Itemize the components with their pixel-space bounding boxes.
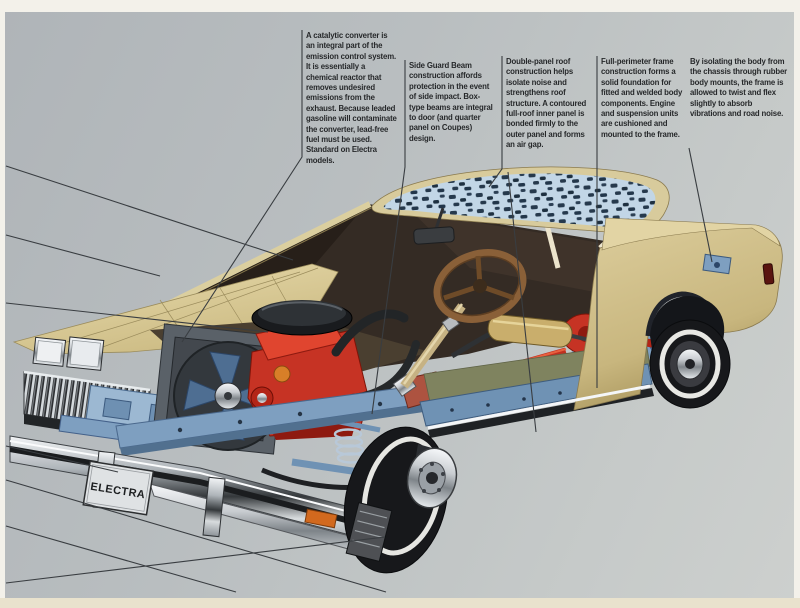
edge-leader-5 [5, 479, 387, 593]
callout-text: Double-panel roof construction helps iso… [506, 57, 587, 150]
rear-deck [601, 217, 781, 251]
callout-catalytic-converter: A catalytic converter is an integral par… [306, 31, 398, 166]
callout-side-guard-beam: Side Guard Beam construction affords pro… [409, 61, 495, 144]
page-border-right [794, 0, 800, 608]
callout-body-isolation: By isolating the body from the chassis t… [690, 57, 788, 119]
edge-leader-7 [5, 536, 386, 584]
rear-whitewall [659, 329, 721, 399]
callout-text: Side Guard Beam construction affords pro… [409, 61, 493, 143]
edge-leader-6 [5, 525, 237, 593]
leader-double-panel-roof [488, 56, 503, 188]
roof-spot-weld-pattern [383, 173, 656, 228]
rear-wheel [649, 296, 731, 409]
leader-roof-inner [507, 171, 537, 433]
page-border-bottom [0, 598, 800, 608]
exhaust-hose [331, 309, 409, 357]
sill-chrome-strip [427, 384, 651, 430]
roof-panel [371, 166, 670, 235]
page-border-left [0, 0, 5, 608]
bumper-guard-right [202, 476, 226, 538]
callout-text: By isolating the body from the chassis t… [690, 57, 788, 119]
callout-double-panel-roof: Double-panel roof construction helps iso… [506, 57, 594, 151]
front-wheel [343, 426, 458, 574]
edge-leader-3 [5, 302, 269, 333]
leader-catalytic-converter [181, 30, 303, 343]
leader-lines [5, 30, 713, 593]
car: ELECTRA [9, 166, 783, 574]
front-bumper: ELECTRA [9, 435, 405, 567]
callout-text: A catalytic converter is an integral par… [306, 31, 397, 165]
leader-side-guard-beam [371, 60, 406, 415]
rearview-mirror [413, 207, 455, 245]
coil-spring [333, 428, 366, 464]
leader-body-isolation [688, 147, 713, 263]
edge-leader-1 [5, 165, 294, 261]
edge-leader-2 [5, 234, 161, 277]
electra-plate: ELECTRA [82, 460, 155, 516]
callout-full-perimeter-frame: Full-perimeter frame construction forms … [601, 57, 689, 140]
tail-lamp [762, 263, 775, 285]
callout-text: Full-perimeter frame construction forms … [601, 57, 683, 139]
page-border-top [0, 0, 800, 12]
amber-marker-lamp [304, 508, 338, 529]
edge-leader-4 [5, 445, 119, 473]
tire-tread-cutaway [345, 502, 393, 562]
steering-wheel [433, 249, 527, 323]
steering-assembly [392, 249, 527, 397]
rear-quarter-panel [573, 217, 783, 411]
